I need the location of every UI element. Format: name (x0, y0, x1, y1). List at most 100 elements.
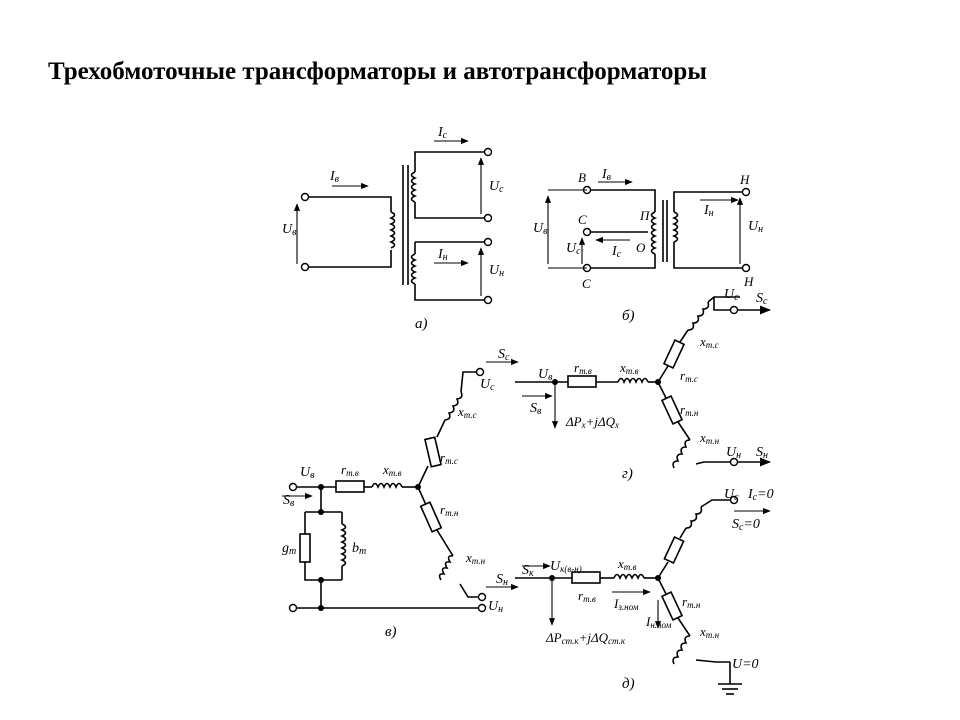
d-i-s-zero: I (747, 487, 754, 502)
d-u-k: U (550, 559, 561, 574)
svg-text:rт.в: rт.в (578, 588, 596, 604)
g-r-ts: r (680, 368, 686, 383)
a-caption: а) (415, 316, 428, 332)
d-losses: ΔP (545, 630, 562, 645)
svg-text:Sн: Sн (756, 445, 768, 461)
svg-text:rт.с: rт.с (440, 450, 458, 466)
svg-text:Uк(в-н): Uк(в-н) (550, 559, 582, 574)
svg-text:xт.с: xт.с (457, 404, 477, 420)
svg-text:Uс: Uс (724, 487, 739, 503)
svg-text:rт.с: rт.с (680, 368, 698, 384)
g-x-tv: x (619, 360, 626, 375)
diagram-a: Iв Iс Iн Uв Uс Uн а) (282, 125, 504, 332)
svg-text:Iн: Iн (703, 203, 714, 219)
v-g-t: g (282, 541, 289, 556)
svg-text:Iз.ном: Iз.ном (613, 596, 639, 612)
g-u-n: U (726, 445, 737, 460)
v-r-ts: r (440, 450, 446, 465)
svg-text:Sк: Sк (522, 563, 534, 579)
d-x-tv: x (617, 556, 624, 571)
b-caption: б) (622, 308, 635, 324)
v-u-n: U (488, 599, 499, 614)
b-u-s: U (566, 241, 577, 256)
d-i-nom2: I (645, 614, 651, 629)
g-s-s-sub: с (763, 296, 768, 307)
v-u-v-sub: в (310, 470, 315, 481)
svg-text:ΔPx+jΔQx: ΔPx+jΔQx (565, 414, 619, 430)
b-node-v: В (578, 170, 586, 185)
v-r-ts-sub: т.с (445, 456, 458, 466)
svg-text:Iс=0: Iс=0 (747, 487, 774, 503)
b-node-p: П (639, 208, 651, 223)
svg-text:Sв: Sв (530, 401, 542, 417)
g-u-n-sub: н (736, 450, 741, 461)
b-i-n-sub: н (709, 208, 714, 219)
a-i-s: I (437, 125, 444, 140)
b-u-n: U (748, 219, 759, 234)
g-losses: ΔP (565, 414, 582, 429)
a-u-s: U (489, 179, 500, 194)
g-s-n: S (756, 445, 763, 460)
d-s-s-zero-val: =0 (743, 517, 759, 532)
svg-text:Iв: Iв (601, 167, 612, 183)
g-r-tn: r (680, 402, 686, 417)
svg-text:xт.в: xт.в (619, 360, 639, 376)
svg-text:xт.в: xт.в (617, 556, 637, 572)
v-r-tv: r (341, 462, 347, 477)
diagram-b: В С С Н Н П О Iв Iс Iн Uв Uс Uн б) (533, 167, 763, 324)
svg-text:Sс=0: Sс=0 (732, 517, 760, 533)
diagram-g: Uв Sв rт.в xт.в ΔPx+jΔQx Uс Sс xт.с rт.с… (515, 287, 772, 482)
g-x-ts-sub: т.с (706, 340, 719, 350)
svg-text:Sс: Sс (756, 291, 768, 307)
b-node-o: О (636, 240, 646, 255)
d-x-tv-sub: т.в (624, 562, 637, 572)
v-r-tn: r (440, 502, 446, 517)
svg-text:Sв: Sв (283, 493, 295, 509)
v-s-s-sub: с (505, 352, 510, 363)
g-s-v: S (530, 401, 537, 416)
a-u-n: U (489, 263, 500, 278)
a-i-n: I (437, 247, 444, 262)
v-r-tv-sub: т.в (346, 468, 359, 478)
svg-text:Uв: Uв (538, 367, 553, 383)
b-u-v: U (533, 221, 544, 236)
g-caption: г) (622, 466, 633, 482)
g-x-ts: x (699, 334, 706, 349)
b-i-s-sub: с (617, 249, 622, 260)
svg-text:xт.в: xт.в (382, 462, 402, 478)
b-i-n: I (703, 203, 710, 218)
svg-text:Uн: Uн (489, 263, 504, 279)
b-i-v: I (601, 167, 608, 182)
v-x-ts: x (457, 404, 464, 419)
d-s-k: S (522, 563, 529, 578)
d-s-s-zero: S (732, 517, 739, 532)
v-s-s: S (498, 347, 505, 362)
g-u-v: U (538, 367, 549, 382)
a-u-s-sub: с (499, 184, 504, 195)
g-r-tn-sub: т.н (685, 408, 699, 418)
g-r-ts-sub: т.с (685, 374, 698, 384)
d-u-s: U (724, 487, 735, 502)
svg-text:Uв: Uв (282, 222, 297, 238)
svg-text:Uн: Uн (748, 219, 763, 235)
v-s-v: S (283, 493, 290, 508)
d-i-s-zero-sub: с (753, 492, 758, 503)
svg-text:rт.н: rт.н (680, 402, 699, 418)
a-u-v: U (282, 222, 293, 237)
svg-text:Uв: Uв (533, 221, 548, 237)
g-x-tn-sub: т.н (706, 436, 720, 446)
a-i-v-sub: в (335, 174, 340, 185)
svg-text:rт.в: rт.в (341, 462, 359, 478)
d-r-tn-sub: т.н (687, 600, 701, 610)
a-i-v: I (329, 169, 336, 184)
svg-text:xт.с: xт.с (699, 334, 719, 350)
svg-text:ΔPст.к+jΔQст.к: ΔPст.к+jΔQст.к (545, 630, 626, 646)
v-x-ts-sub: т.с (464, 410, 477, 420)
g-r-tv-sub: т.в (579, 366, 592, 376)
svg-text:Iс: Iс (611, 244, 622, 260)
diagram-d: Sк Uк(в-н) rт.в xт.в Iз.ном Iн.ном ΔPст.… (515, 487, 774, 695)
v-x-tv: x (382, 462, 389, 477)
g-s-v-sub: в (537, 406, 542, 417)
d-i-nom2-sub: н.ном (650, 620, 671, 630)
